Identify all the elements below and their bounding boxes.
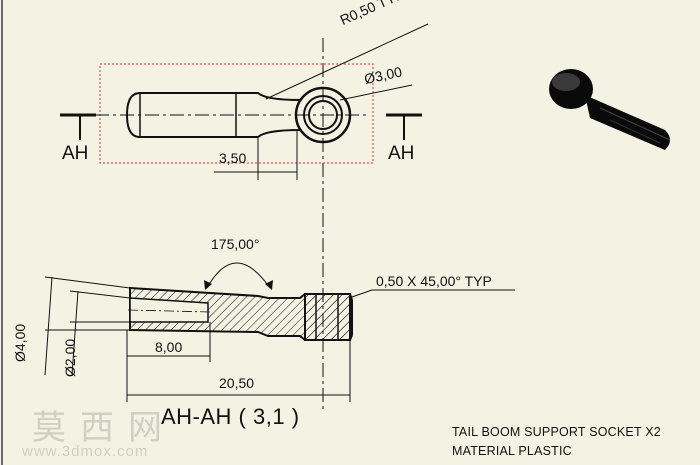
ring-outer — [294, 86, 352, 144]
total-length-label: 20,50 — [219, 375, 255, 391]
top-view — [60, 23, 429, 180]
diameter-ext-top-inner — [69, 290, 131, 299]
angle-arc — [206, 262, 271, 289]
section-marker-left: AH — [62, 143, 89, 164]
section-bore — [129, 297, 209, 323]
diameter-ext-top-outer — [44, 276, 131, 289]
ring-cross-section — [304, 293, 351, 341]
section-view-title: AH-AH ( 3,1 ) — [161, 404, 300, 429]
title-block-material: MATERIAL PLASTIC — [452, 444, 572, 458]
title-block-part-name: TAIL BOOM SUPPORT SOCKET X2 — [452, 425, 661, 439]
outer-diameter-label: Ø4,00 — [12, 323, 28, 362]
chamfer-note: 0,50 X 45,00° TYP — [376, 273, 492, 289]
section-marker-right: AH — [388, 143, 415, 164]
inner-diameter-label: Ø2,00 — [62, 338, 78, 377]
bore-center — [127, 309, 211, 313]
outer-diameter-dim-line — [44, 276, 53, 376]
radius-leader — [265, 23, 429, 100]
chamfer-leader — [348, 289, 373, 299]
inner-diameter-dim-line — [71, 290, 79, 376]
top-shaft-outline — [125, 92, 301, 138]
angle-arrow-left — [204, 280, 212, 290]
angle-dimension-label: 175,00° — [211, 236, 260, 252]
bore-depth-label: 8,00 — [155, 339, 183, 355]
angle-arrow-right — [265, 280, 273, 290]
ring-inner — [308, 100, 338, 130]
length-dimension-label: 3,50 — [219, 150, 247, 166]
diameter-leader — [339, 84, 413, 101]
watermark-logo-text: 莫西网 — [32, 408, 176, 448]
section-view — [44, 262, 515, 402]
selection-box[interactable] — [99, 63, 374, 164]
iso-preview-image — [549, 69, 671, 150]
watermark-url: www.3dmox.com — [22, 443, 149, 460]
ring-mid — [303, 95, 343, 135]
